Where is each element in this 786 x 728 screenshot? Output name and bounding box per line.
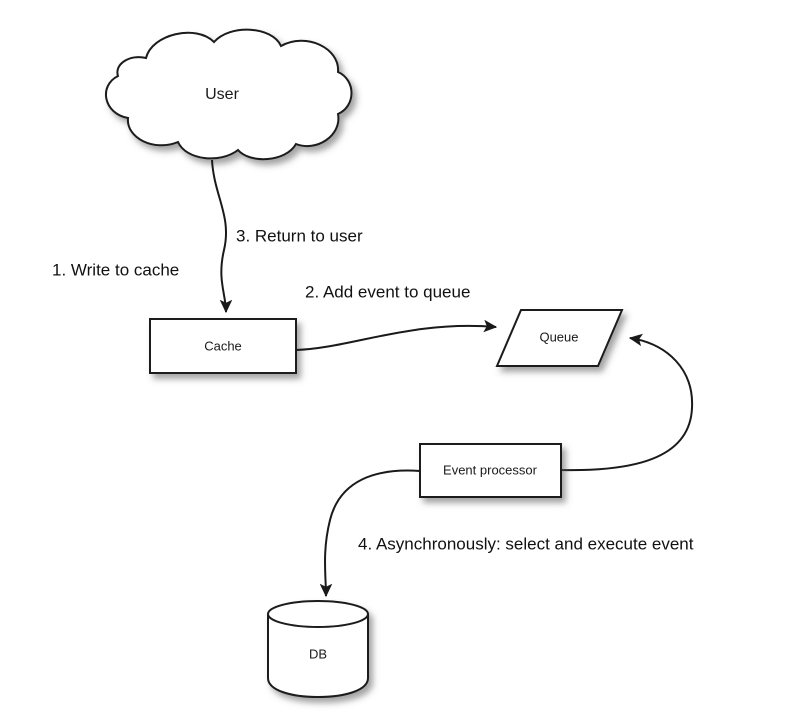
node-event-processor-label: Event processor xyxy=(443,462,538,477)
step-label-2: 2. Add event to queue xyxy=(305,282,470,301)
edge-cache-to-queue xyxy=(295,319,498,351)
edge-user-to-cache xyxy=(211,159,233,314)
node-cache-label: Cache xyxy=(204,338,242,353)
step-label-4: 4. Asynchronously: select and execute ev… xyxy=(358,534,694,553)
node-cache[interactable]: Cache xyxy=(149,318,297,374)
node-event-processor[interactable]: Event processor xyxy=(419,443,562,498)
node-db[interactable]: DB xyxy=(267,600,369,699)
edge-processor-to-queue xyxy=(559,333,694,472)
node-queue-label: Queue xyxy=(539,329,578,344)
step-label-1: 1. Write to cache xyxy=(52,260,179,279)
edge-processor-to-db xyxy=(319,469,421,598)
node-user[interactable]: User xyxy=(105,28,353,161)
node-user-label: User xyxy=(205,86,239,103)
node-db-label: DB xyxy=(309,646,327,661)
node-queue[interactable]: Queue xyxy=(495,309,624,367)
step-label-3: 3. Return to user xyxy=(236,226,363,245)
